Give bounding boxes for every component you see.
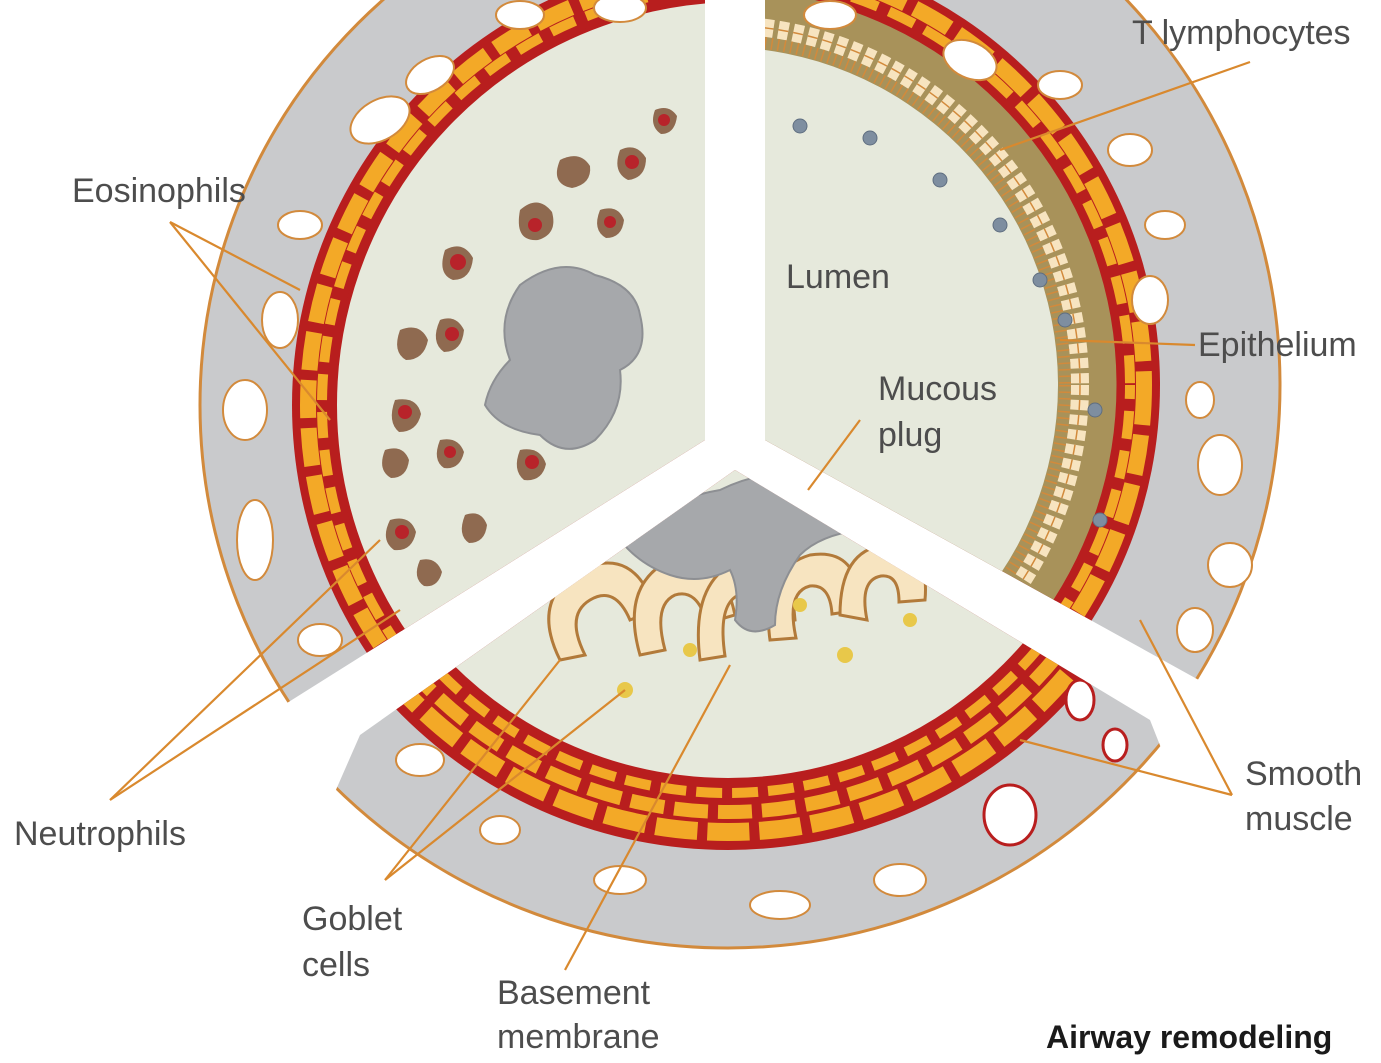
label-epithelium: Epithelium	[1198, 326, 1357, 364]
label-goblet-cells-line2: cells	[302, 946, 370, 984]
label-smooth-muscle-line1: Smooth	[1245, 755, 1362, 793]
label-goblet-cells-line1: Goblet	[302, 900, 403, 938]
label-basement-membrane-line2: membrane	[497, 1018, 660, 1056]
diagram-title: Airway remodeling	[1046, 1019, 1332, 1055]
label-lumen: Lumen	[786, 258, 890, 296]
label-t-lymphocytes: T lymphocytes	[1132, 14, 1351, 52]
label-mucous-plug-line1: Mucous	[878, 370, 997, 408]
label-neutrophils: Neutrophils	[14, 815, 186, 853]
label-eosinophils: Eosinophils	[72, 172, 246, 210]
label-basement-membrane-line1: Basement	[497, 974, 651, 1012]
label-smooth-muscle-line2: muscle	[1245, 800, 1353, 838]
label-mucous-plug-line2: plug	[878, 416, 942, 454]
